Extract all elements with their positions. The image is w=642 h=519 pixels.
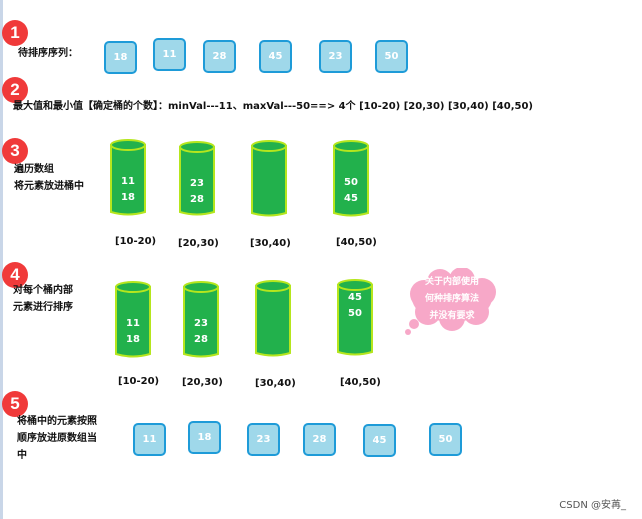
step-5-badge: 5 bbox=[2, 391, 28, 417]
bucket: 45 50 bbox=[336, 278, 374, 358]
step-2-label: 最大值和最小值【确定桶的个数】：minVal---11、maxVal---50=… bbox=[13, 98, 533, 115]
thought-cloud bbox=[405, 268, 496, 335]
step-2-badge: 2 bbox=[2, 77, 28, 103]
bucket-shape bbox=[255, 280, 291, 357]
bucket-value: 45 bbox=[344, 193, 358, 204]
bucket-value: 23 bbox=[190, 178, 204, 189]
thought-cloud-text: 关于内部使用 何种排序算法 并没有要求 bbox=[412, 274, 492, 325]
bucket-value: 23 bbox=[194, 318, 208, 329]
bucket-value: 45 bbox=[348, 292, 362, 303]
bucket-range-label: [30,40) bbox=[255, 378, 296, 389]
bucket bbox=[250, 139, 288, 219]
bucket-value: 18 bbox=[126, 334, 140, 345]
bucket-shape bbox=[251, 140, 287, 217]
bucket: 23 28 bbox=[178, 140, 216, 218]
input-cell: 23 bbox=[319, 40, 352, 73]
left-edge-rule bbox=[0, 0, 3, 519]
step-1-label: 待排序序列： bbox=[18, 45, 78, 62]
input-cell: 45 bbox=[259, 40, 292, 73]
bucket-values: 50 45 bbox=[332, 175, 370, 207]
bucket-shape bbox=[337, 279, 373, 356]
bucket-values: 45 50 bbox=[336, 290, 374, 322]
bucket-value: 28 bbox=[190, 194, 204, 205]
step-4-label-line: 对每个桶内部 bbox=[13, 285, 73, 296]
bucket-value: 50 bbox=[348, 308, 362, 319]
step-3-label-line: 遍历数组 bbox=[14, 164, 54, 175]
bucket-value: 28 bbox=[194, 334, 208, 345]
step-5-label-line: 顺序放进原数组当 bbox=[17, 433, 97, 444]
output-cell: 28 bbox=[303, 423, 336, 456]
bucket-range-label: [40,50) bbox=[340, 377, 381, 388]
step-1-label-line: 待排序序列： bbox=[18, 48, 78, 59]
bucket-values: 23 28 bbox=[178, 176, 216, 208]
cloud-text-line: 关于内部使用 bbox=[424, 277, 479, 287]
step-4-badge: 4 bbox=[2, 262, 28, 288]
bucket-value: 11 bbox=[121, 176, 135, 187]
bucket: 11 18 bbox=[109, 138, 147, 218]
bucket-range-label: [30,40) bbox=[250, 238, 291, 249]
output-cell: 23 bbox=[247, 423, 280, 456]
bucket bbox=[254, 279, 292, 359]
input-cell: 11 bbox=[153, 38, 186, 71]
bucket-values: 11 18 bbox=[114, 316, 152, 348]
step-3-label: 遍历数组 将元素放进桶中 bbox=[14, 161, 84, 195]
bucket-shape bbox=[115, 281, 151, 358]
bucket-range-label: [40,50) bbox=[336, 237, 377, 248]
step-4-label-line: 元素进行排序 bbox=[13, 302, 73, 313]
step-1-badge: 1 bbox=[2, 20, 28, 46]
cloud-text-line: 何种排序算法 bbox=[424, 294, 479, 304]
output-cell: 11 bbox=[133, 423, 166, 456]
bucket-values: 11 18 bbox=[109, 174, 147, 206]
output-cell: 50 bbox=[429, 423, 462, 456]
step-4-label: 对每个桶内部 元素进行排序 bbox=[13, 282, 73, 316]
bucket-value: 18 bbox=[121, 192, 135, 203]
cloud-text-line: 并没有要求 bbox=[429, 311, 475, 321]
bucket: 23 28 bbox=[182, 280, 220, 360]
bucket-range-label: [20,30) bbox=[182, 377, 223, 388]
bucket-shape bbox=[333, 140, 369, 217]
output-cell: 18 bbox=[188, 421, 221, 454]
step-5-label: 将桶中的元素按照 顺序放进原数组当 中 bbox=[17, 413, 97, 464]
bucket-value: 50 bbox=[344, 177, 358, 188]
bucket: 11 18 bbox=[114, 280, 152, 360]
bucket-value: 11 bbox=[126, 318, 140, 329]
step-5-label-line: 将桶中的元素按照 bbox=[17, 416, 97, 427]
watermark: CSDN @安苒_ bbox=[559, 500, 626, 511]
bucket-values: 23 28 bbox=[182, 316, 220, 348]
step-5-label-line: 中 bbox=[17, 450, 27, 461]
input-cell: 50 bbox=[375, 40, 408, 73]
bucket-shape bbox=[183, 281, 219, 358]
bucket-shape bbox=[110, 139, 146, 216]
bucket-shape bbox=[179, 141, 215, 216]
bucket: 50 45 bbox=[332, 139, 370, 219]
bucket-range-label: [10-20) bbox=[115, 236, 157, 247]
output-cell: 45 bbox=[363, 424, 396, 457]
input-cell: 18 bbox=[104, 41, 137, 74]
step-3-badge: 3 bbox=[2, 138, 28, 164]
input-cell: 28 bbox=[203, 40, 236, 73]
bucket-range-label: [20,30) bbox=[178, 238, 219, 249]
step-2-label-line: 最大值和最小值【确定桶的个数】：minVal---11、maxVal---50=… bbox=[13, 101, 533, 112]
step-3-label-line: 将元素放进桶中 bbox=[14, 181, 84, 192]
bucket-range-label: [10-20) bbox=[118, 376, 160, 387]
